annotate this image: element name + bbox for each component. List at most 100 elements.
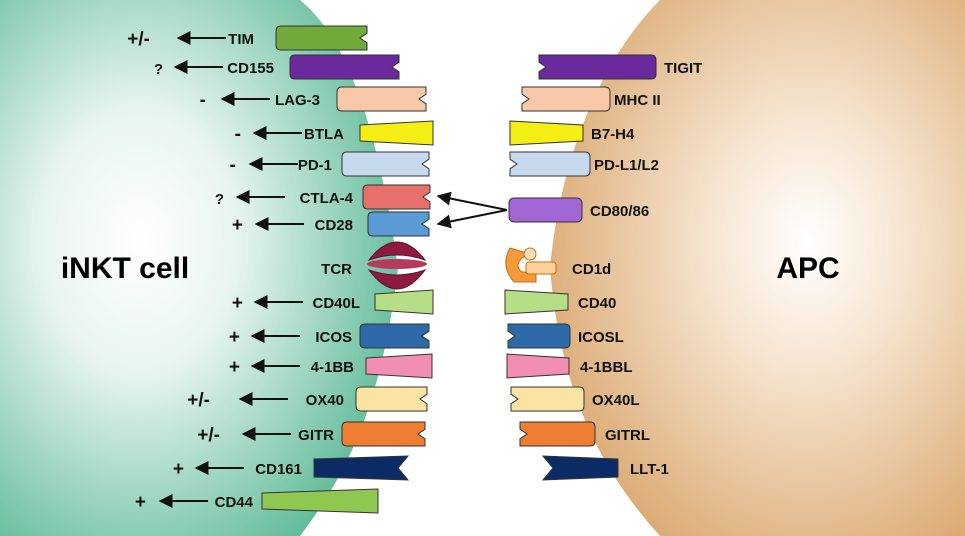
receptor-4-1bb: 4-1BB+ (229, 353, 433, 379)
ligand-gitrl: GITRL (519, 421, 650, 447)
receptor-shape (289, 54, 400, 80)
receptor-btla: BTLA - (235, 120, 434, 146)
ligand-shape (507, 323, 571, 349)
ligand-label: CD1d (572, 261, 611, 278)
inkt-receptors: TIM+/-CD155?LAG-3-BTLA-PD-1-CTLA-4?CD28+… (127, 25, 434, 514)
effect-sign: + (232, 215, 243, 236)
receptor-label: CD28 (315, 217, 353, 234)
ligand-label: GITRL (605, 427, 650, 444)
receptor-tcr: TCR (321, 241, 427, 290)
effect-sign: + (232, 293, 243, 314)
receptor-cd28: CD28 + (232, 211, 430, 237)
receptor-shape (261, 488, 379, 514)
effect-sign: ? (154, 61, 163, 78)
ligand-label: 4-1BBL (580, 359, 633, 376)
receptor-shape (336, 86, 427, 112)
receptor-shape (362, 184, 431, 210)
cd1d-antigen (525, 261, 557, 275)
ligand-ox40l: OX40L (510, 386, 640, 412)
receptor-label: TIM (228, 31, 254, 48)
receptor-ox40: OX40 +/- (187, 386, 428, 412)
receptor-label: CD40L (312, 295, 360, 312)
receptor-cd161: CD161 + (173, 455, 410, 481)
ligand-label: ICOSL (578, 329, 624, 346)
receptor-label: TCR (321, 261, 352, 278)
effect-sign: + (229, 327, 240, 348)
effect-sign: ? (215, 191, 224, 208)
ligand-shape (538, 54, 657, 80)
receptor-shape (367, 211, 430, 237)
receptor-shape (275, 25, 368, 51)
effect-sign: + (135, 492, 146, 513)
tcr-center (367, 259, 427, 269)
receptor-cd155: CD155? (154, 54, 400, 80)
receptor-shape (365, 353, 433, 379)
receptor-gitr: GITR +/- (197, 421, 426, 447)
ligand-shape (509, 151, 591, 177)
ligand-cd1d: CD1d (505, 247, 611, 283)
ligand-cd80-86: CD80/86 (508, 197, 649, 223)
ligand-cd40: CD40 (504, 289, 616, 315)
receptor-label: LAG-3 (275, 92, 320, 109)
receptor-label: 4-1BB (311, 359, 355, 376)
cd80-to-ctla4-arrow (436, 191, 508, 211)
ligand-label: OX40L (592, 392, 640, 409)
receptor-shape (355, 386, 428, 412)
ligand-label: MHC II (614, 92, 661, 109)
ligand-label: TIGIT (664, 60, 702, 77)
receptor-ctla-4: CTLA-4? (215, 184, 431, 210)
effect-sign: - (235, 124, 241, 145)
ligand-mhc-ii: MHC II (521, 86, 661, 112)
ligand-shape (509, 120, 584, 146)
ligand-b7-h4: B7-H4 (509, 120, 635, 146)
ligand-label: CD40 (578, 295, 616, 312)
effect-sign: +/- (127, 29, 150, 50)
receptor-lag-3: LAG-3 - (200, 86, 427, 112)
receptor-label: CD44 (215, 494, 254, 511)
cd80-to-cd28-arrow (436, 209, 508, 229)
ligand-label: CD80/86 (590, 203, 649, 220)
receptor-label: PD-1 (298, 157, 332, 174)
ligand-tigit: TIGIT (538, 54, 702, 80)
effect-sign: +/- (187, 390, 210, 411)
ligand-shape (541, 455, 619, 481)
apc-cell-body (550, 0, 965, 536)
receptor-shape (341, 151, 430, 177)
ligand-llt-1: LLT-1 (541, 455, 669, 481)
receptor-shape (341, 421, 426, 447)
receptor-icos: ICOS + (229, 323, 430, 349)
ligand-label: LLT-1 (630, 461, 669, 478)
inkt-cell-label: iNKT cell (61, 252, 189, 285)
cd1d-lipid (523, 247, 537, 261)
receptor-cd40l: CD40L + (232, 289, 434, 315)
receptor-label: ICOS (315, 329, 352, 346)
receptor-pd-1: PD-1- (230, 151, 430, 177)
receptor-label: CTLA-4 (300, 190, 354, 207)
ligand-label: B7-H4 (591, 126, 635, 143)
tcr-lower-shape (367, 268, 427, 290)
receptor-shape (359, 323, 430, 349)
ligand-icosl: ICOSL (507, 323, 624, 349)
receptor-shape (359, 120, 434, 146)
ligand-shape (506, 353, 570, 379)
effect-sign: - (200, 90, 206, 111)
receptor-shape (374, 289, 434, 315)
tcr-upper-shape (367, 241, 427, 262)
ligand-shape (508, 197, 583, 223)
receptor-label: OX40 (306, 392, 344, 409)
receptor-label: GITR (298, 427, 334, 444)
receptor-shape (313, 455, 410, 481)
receptor-label: BTLA (304, 126, 344, 143)
receptor-label: CD155 (227, 60, 274, 77)
ligand-shape (504, 289, 569, 315)
effect-sign: + (173, 459, 184, 480)
effect-sign: +/- (197, 425, 220, 446)
ligand-4-1bbl: 4-1BBL (506, 353, 633, 379)
receptor-tim: TIM +/- (127, 25, 368, 51)
ligand-label: PD-L1/L2 (594, 157, 659, 174)
receptor-label: CD161 (255, 461, 302, 478)
apc-cell-label: APC (776, 252, 839, 285)
